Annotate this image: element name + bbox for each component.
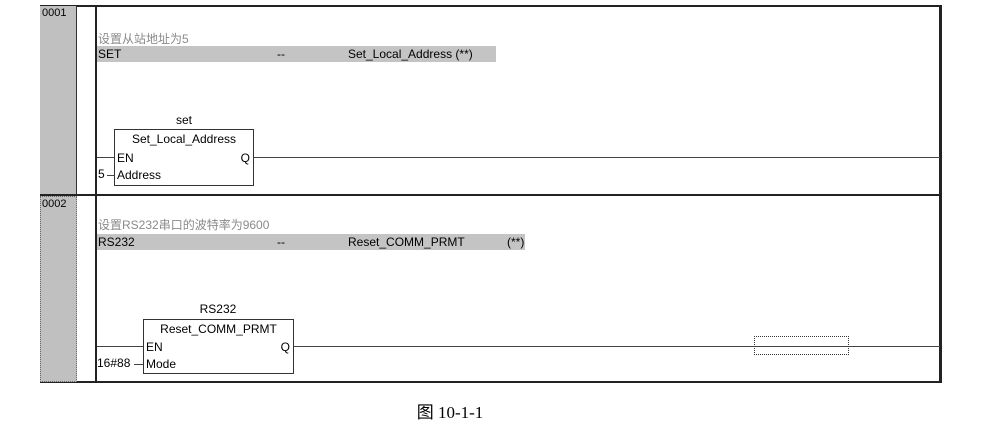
instance-name: SET <box>98 47 122 61</box>
output-wire <box>294 346 940 347</box>
rung-1-number-column[interactable] <box>40 6 77 195</box>
block-type-label: Reset_COMM_PRMT <box>160 322 277 336</box>
function-block[interactable]: Set_Local_Address EN Q Address <box>114 129 254 186</box>
block-type-label: Set_Local_Address <box>131 132 237 146</box>
param-wire <box>134 364 143 365</box>
param-value[interactable]: 5 <box>98 167 105 181</box>
rung-2-number-column[interactable] <box>40 196 77 382</box>
param-pin: Address <box>117 168 162 182</box>
separator: -- <box>277 47 285 61</box>
q-pin: Q <box>280 340 290 354</box>
rung-number: 0001 <box>42 7 67 19</box>
figure-caption: 图 10-1-1 <box>416 403 484 422</box>
en-wire <box>97 157 114 158</box>
block-type: Reset_COMM_PRMT <box>348 235 465 249</box>
param-value[interactable]: 16#88 <box>97 356 131 370</box>
function-block[interactable]: Reset_COMM_PRMT EN Q Mode <box>143 319 294 374</box>
rung-divider <box>40 194 942 196</box>
rung-comment[interactable]: 设置RS232串口的波特率为9600 <box>98 218 270 232</box>
param-wire <box>107 175 114 176</box>
instance-name: RS232 <box>98 235 135 249</box>
block-instance-label: RS232 <box>199 302 237 316</box>
en-pin: EN <box>146 340 163 354</box>
en-pin: EN <box>117 151 134 165</box>
rung-header-bar[interactable]: RS232 -- Reset_COMM_PRMT (**) <box>97 234 525 250</box>
block-instance-label: set <box>175 113 192 127</box>
param-pin: Mode <box>146 357 177 371</box>
rung-header-bar[interactable]: SET -- Set_Local_Address (**) <box>97 46 496 62</box>
output-wire <box>254 157 940 158</box>
rung-number: 0002 <box>42 198 67 210</box>
block-note: (**) <box>507 235 525 249</box>
selection-cursor[interactable] <box>754 336 849 355</box>
rung-comment[interactable]: 设置从站地址为5 <box>98 32 189 46</box>
q-pin: Q <box>240 151 250 165</box>
block-type: Set_Local_Address (**) <box>348 47 473 61</box>
en-wire <box>97 346 143 347</box>
separator: -- <box>277 235 285 249</box>
